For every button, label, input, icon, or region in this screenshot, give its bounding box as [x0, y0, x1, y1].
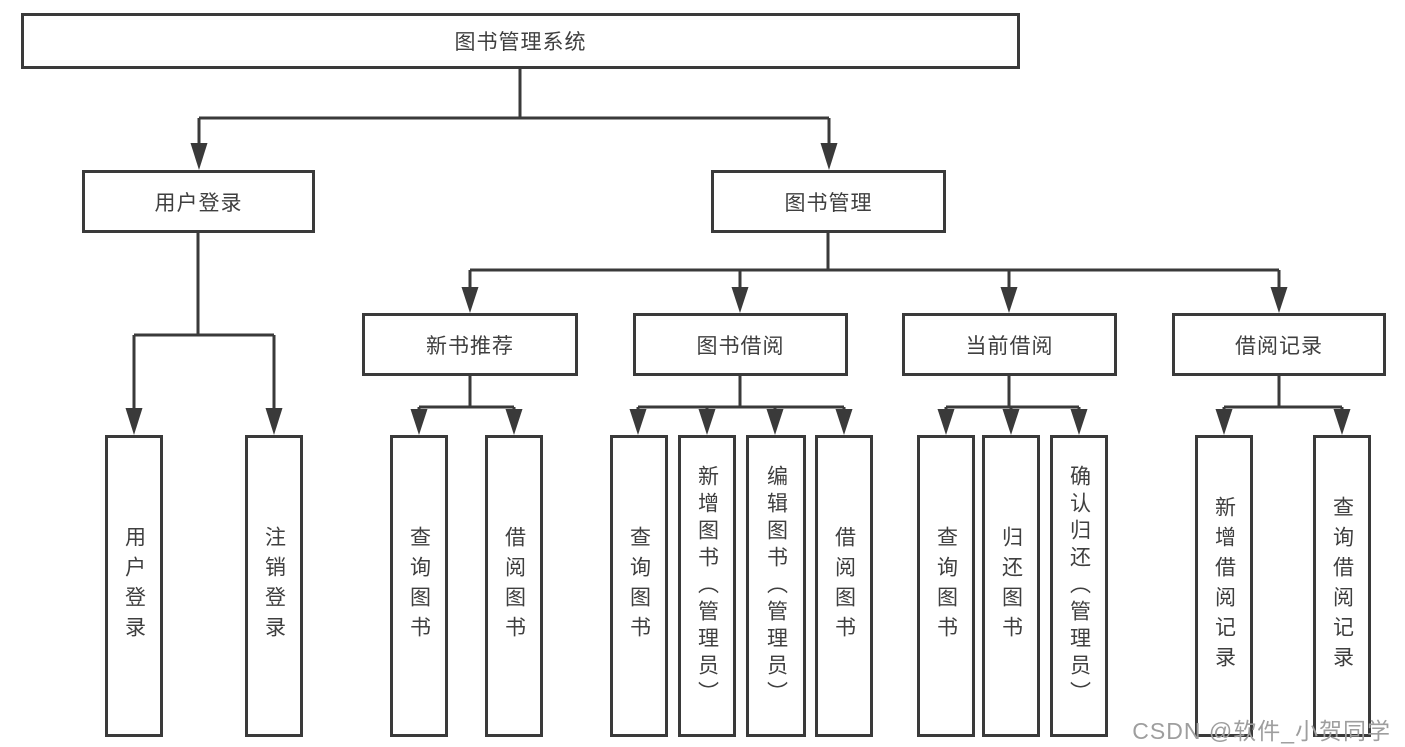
connector-user-login-children: [132, 233, 276, 412]
arrowhead-icon: [1333, 409, 1351, 435]
leaf-add-book-admin: 新增图书（管理员）: [678, 435, 736, 737]
leaf-logout: 注销登录: [245, 435, 303, 737]
connector-current-children: [944, 376, 1081, 414]
arrowhead-icon: [698, 409, 716, 435]
leaf-add-borrow-record: 新增借阅记录: [1195, 435, 1253, 737]
leaf-confirm-return-admin: 确认归还（管理员）: [1050, 435, 1108, 737]
arrowhead-icon: [1270, 287, 1288, 313]
arrowhead-icon: [1002, 409, 1020, 435]
arrowhead-icon: [1070, 409, 1088, 435]
connector-records-children: [1222, 376, 1344, 414]
leaf-current-query-book: 查询图书: [917, 435, 975, 737]
node-current-borrow: 当前借阅: [902, 313, 1117, 376]
connector-new-rec-children: [417, 376, 516, 414]
leaf-borrow-borrow-book: 借阅图书: [815, 435, 873, 737]
connector-borrow-children: [636, 376, 846, 414]
node-user-login: 用户登录: [82, 170, 315, 233]
arrowhead-icon: [125, 408, 143, 435]
csdn-watermark: CSDN @软件_小贺同学: [1132, 718, 1391, 744]
arrowhead-icon: [766, 409, 784, 435]
node-borrow-records: 借阅记录: [1172, 313, 1386, 376]
arrowhead-icon: [1000, 287, 1018, 313]
arrowhead-icon: [505, 409, 523, 435]
arrowhead-icon: [835, 409, 853, 435]
connector-root-to-level2: [197, 68, 831, 148]
leaf-user-login: 用户登录: [105, 435, 163, 737]
leaf-return-book: 归还图书: [982, 435, 1040, 737]
arrowhead-icon: [731, 287, 749, 313]
arrowhead-icon: [265, 408, 283, 435]
node-book-management: 图书管理: [711, 170, 946, 233]
arrowhead-icon: [461, 287, 479, 313]
arrowhead-icon: [1215, 409, 1233, 435]
node-library-system: 图书管理系统: [21, 13, 1020, 69]
node-new-book-recommend: 新书推荐: [362, 313, 578, 376]
arrowhead-icon: [820, 143, 838, 170]
arrowhead-icon: [937, 409, 955, 435]
leaf-borrow-query-book: 查询图书: [610, 435, 668, 737]
arrowhead-icon: [629, 409, 647, 435]
leaf-newrec-borrow-book: 借阅图书: [485, 435, 543, 737]
node-book-borrow: 图书借阅: [633, 313, 848, 376]
leaf-query-borrow-record: 查询借阅记录: [1313, 435, 1371, 737]
arrowhead-icon: [190, 143, 208, 170]
arrowhead-icon: [410, 409, 428, 435]
connector-book-mgmt-children: [468, 233, 1281, 291]
leaf-newrec-query-book: 查询图书: [390, 435, 448, 737]
leaf-edit-book-admin: 编辑图书（管理员）: [746, 435, 806, 737]
